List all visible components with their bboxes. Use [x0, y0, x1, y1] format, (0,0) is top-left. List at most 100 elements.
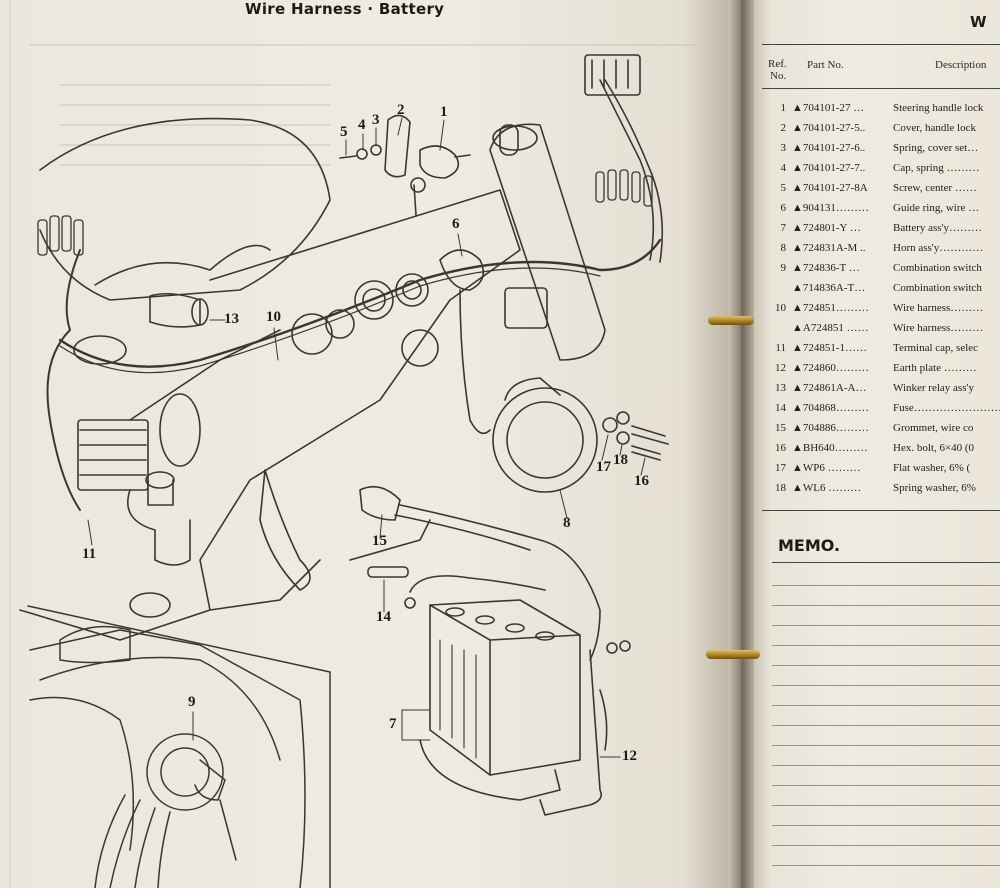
row-ref: 7 — [780, 222, 787, 234]
row-ref: 9 — [780, 262, 787, 274]
page-title: Wire Harness · Battery — [245, 0, 445, 18]
left-page — [0, 0, 735, 888]
row-ref: 5 — [780, 182, 787, 194]
row-ref: 2 — [780, 122, 787, 134]
callout-10: 10 — [266, 309, 281, 325]
row-ref: 12 — [775, 362, 786, 374]
callout-12: 12 — [622, 748, 637, 764]
table-row: 12 ▲724860……… Earth plate ……… — [762, 362, 1000, 382]
right-page-title-fragment: W — [970, 13, 987, 31]
row-part-no: ▲704101-27-6.. — [792, 142, 866, 154]
header-ref: Ref. — [768, 58, 787, 70]
memo-rule — [772, 562, 1000, 563]
callout-15: 15 — [372, 533, 387, 549]
row-ref: 11 — [775, 342, 786, 354]
row-part-no: ▲724801-Y … — [792, 222, 861, 234]
table-row: 13 ▲724861A-A… Winker relay ass'y — [762, 382, 1000, 402]
row-part-no: ▲BH640……… — [792, 442, 868, 454]
row-ref: 10 — [775, 302, 786, 314]
header-ref-no: No. — [770, 70, 787, 82]
row-part-no: ▲704101-27 … — [792, 102, 865, 114]
row-part-no: ▲704101-27-8A — [792, 182, 868, 194]
table-row: 3▲704101-27-6..Spring, cover set… — [762, 142, 1000, 162]
callout-11: 11 — [82, 546, 97, 562]
binder-ring-top — [708, 316, 754, 325]
callout-4: 4 — [358, 117, 366, 133]
table-row: ▲714836A-T… Combination switch — [762, 282, 1000, 302]
callout-2: 2 — [397, 102, 405, 118]
book-gutter — [728, 0, 754, 888]
row-description: Steering handle lock — [893, 102, 984, 114]
callout-3: 3 — [372, 112, 380, 128]
row-description: Earth plate ……… — [893, 362, 977, 374]
row-description: Fuse…………………… — [893, 402, 1000, 414]
row-part-no: ▲724836-T … — [792, 262, 860, 274]
row-description: Horn ass'y………… — [893, 242, 984, 254]
row-part-no: ▲WP6 ……… — [792, 462, 861, 474]
row-description: Battery ass'y……… — [893, 222, 983, 234]
table-row: 4 ▲704101-27-7.. Cap, spring ……… — [762, 162, 1000, 182]
table-row: 18▲WL6 ………Spring washer, 6% — [762, 482, 1000, 502]
table-row: 15 ▲704886……… Grommet, wire co — [762, 422, 1000, 442]
table-row: 9 ▲724836-T … Combination switch — [762, 262, 1000, 282]
table-row: 7 ▲724801-Y … Battery ass'y……… — [762, 222, 1000, 242]
callout-13: 13 — [224, 311, 239, 327]
row-part-no: ▲704868……… — [792, 402, 869, 414]
callout-7: 7 — [389, 716, 397, 732]
callout-8: 8 — [563, 515, 571, 531]
row-part-no: ▲A724851 …… — [792, 322, 869, 334]
callout-14: 14 — [376, 609, 391, 625]
row-ref: 13 — [775, 382, 786, 394]
row-description: Wire harness……… — [893, 322, 984, 334]
row-ref: 15 — [775, 422, 786, 434]
table-row: 1 ▲704101-27 … Steering handle lock — [762, 102, 1000, 122]
row-part-no: ▲724861A-A… — [792, 382, 867, 394]
callout-9: 9 — [188, 694, 196, 710]
memo-heading: MEMO. — [778, 536, 841, 555]
row-description: Combination switch — [893, 262, 982, 274]
table-row: 14▲704868………Fuse…………………… — [762, 402, 1000, 422]
row-description: Spring, cover set… — [893, 142, 979, 154]
table-bottom-rule — [762, 510, 1000, 511]
row-ref: 4 — [780, 162, 787, 174]
row-part-no: ▲724860……… — [792, 362, 869, 374]
header-part-no: Part No. — [807, 59, 844, 71]
row-part-no: ▲904131……… — [792, 202, 869, 214]
row-ref: 6 — [780, 202, 787, 214]
row-description: Terminal cap, selec — [893, 342, 979, 354]
row-ref: 1 — [780, 102, 787, 114]
table-row: ▲A724851 …… Wire harness……… — [762, 322, 1000, 342]
exploded-parts-diagram — [9, 0, 669, 888]
callout-18: 18 — [613, 452, 628, 468]
table-top-rule — [762, 44, 1000, 45]
row-ref: 8 — [780, 242, 787, 254]
row-ref: 18 — [775, 482, 786, 494]
row-description: Cap, spring ……… — [893, 162, 980, 174]
table-row: 11 ▲724851-1…… Terminal cap, selec — [762, 342, 1000, 362]
row-description: Grommet, wire co — [893, 422, 974, 434]
row-part-no: ▲714836A-T… — [792, 282, 866, 294]
row-description: Combination switch — [893, 282, 982, 294]
row-description: Screw, center …… — [893, 182, 977, 194]
table-row: 16▲BH640………Hex. bolt, 6×40 (0 — [762, 442, 1000, 462]
row-description: Winker relay ass'y — [893, 382, 974, 394]
row-description: Wire harness……… — [893, 302, 984, 314]
header-description: Description — [935, 59, 987, 71]
row-part-no: ▲704101-27-5.. — [792, 122, 866, 134]
row-part-no: ▲724851……… — [792, 302, 869, 314]
row-ref: 16 — [775, 442, 786, 454]
row-part-no: ▲704101-27-7.. — [792, 162, 866, 174]
table-row: 5 ▲704101-27-8A Screw, center …… — [762, 182, 1000, 202]
binder-ring-bottom — [706, 650, 760, 659]
right-page — [745, 0, 1000, 888]
row-description: Flat washer, 6% ( — [893, 462, 971, 474]
row-part-no: ▲WL6 ……… — [792, 482, 862, 494]
row-part-no: ▲724831A-M .. — [792, 242, 866, 254]
table-row: 2▲704101-27-5..Cover, handle lock — [762, 122, 1000, 142]
row-part-no: ▲724851-1…… — [792, 342, 868, 354]
table-row: 8 ▲724831A-M .. Horn ass'y………… — [762, 242, 1000, 262]
row-description: Guide ring, wire … — [893, 202, 980, 214]
table-row: 6 ▲904131……… Guide ring, wire … — [762, 202, 1000, 222]
table-header-rule — [762, 88, 1000, 89]
row-part-no: ▲704886……… — [792, 422, 869, 434]
